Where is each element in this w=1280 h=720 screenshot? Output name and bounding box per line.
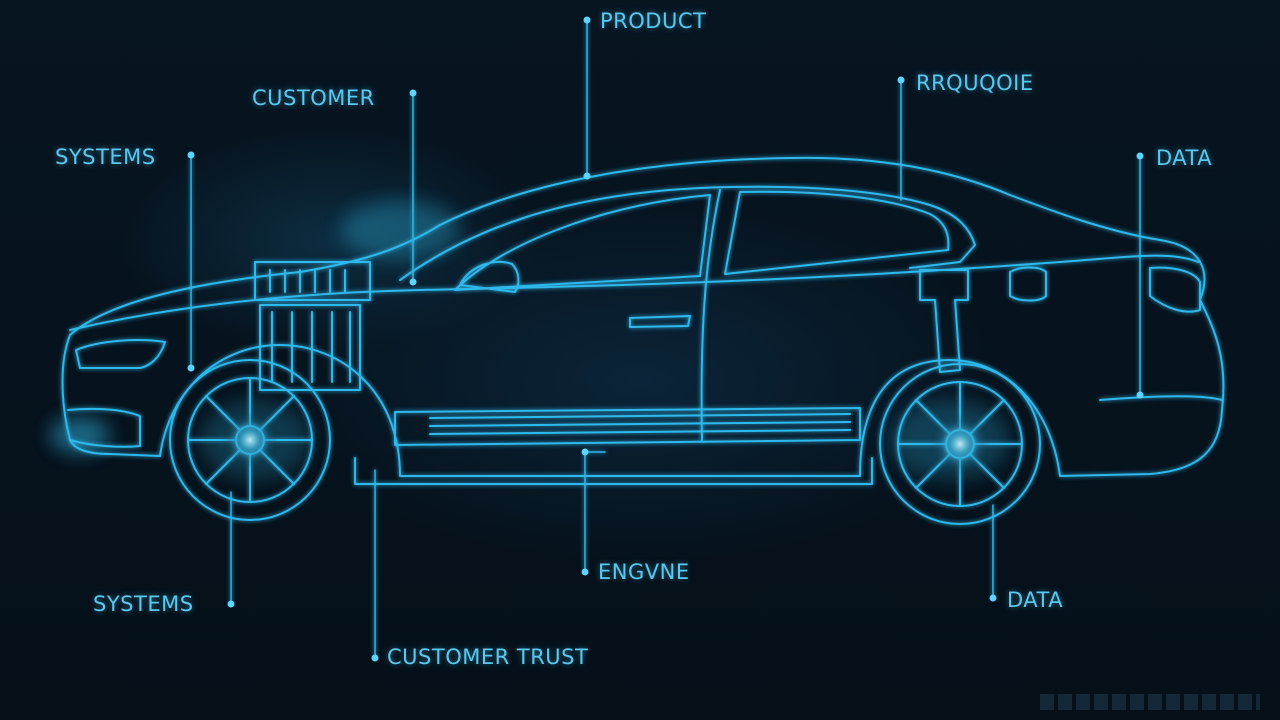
taillight: [1149, 266, 1201, 313]
rear-bumper: [1099, 395, 1223, 401]
fuel-cap: [1009, 266, 1047, 302]
label-systems-top: SYSTEMS: [55, 145, 156, 169]
fineprint-decoration: [1040, 694, 1260, 710]
headlight: [75, 339, 166, 369]
rear-window: [724, 190, 950, 275]
door-line-front: [700, 189, 721, 441]
front-bumper: [67, 407, 141, 448]
label-data-bottom: DATA: [1007, 588, 1064, 612]
label-customer: CUSTOMER: [252, 86, 375, 110]
floor-tray: [394, 407, 861, 446]
label-product: PRODUCT: [600, 9, 707, 33]
label-top-right: RRQUQOIE: [916, 71, 1034, 95]
side-sill: [354, 457, 873, 485]
front-hub-glow: [222, 412, 278, 468]
callout-dots: [187, 16, 1144, 662]
label-engine: ENGVNE: [598, 560, 690, 584]
label-systems-bottom: SYSTEMS: [93, 592, 194, 616]
car-roofline: [399, 185, 976, 281]
wheel-icon-front: [169, 359, 331, 521]
rear-suspension: [919, 269, 969, 373]
floor-tray-inner: [429, 413, 851, 435]
door-handle: [629, 315, 691, 328]
label-data-right: DATA: [1156, 146, 1213, 170]
rear-hub-glow: [930, 414, 990, 474]
front-window: [454, 194, 711, 291]
label-customer-trust: CUSTOMER TRUST: [387, 645, 589, 669]
engine-icon: [254, 261, 371, 391]
mirror: [459, 260, 520, 293]
callout-lines: [190, 19, 1141, 659]
